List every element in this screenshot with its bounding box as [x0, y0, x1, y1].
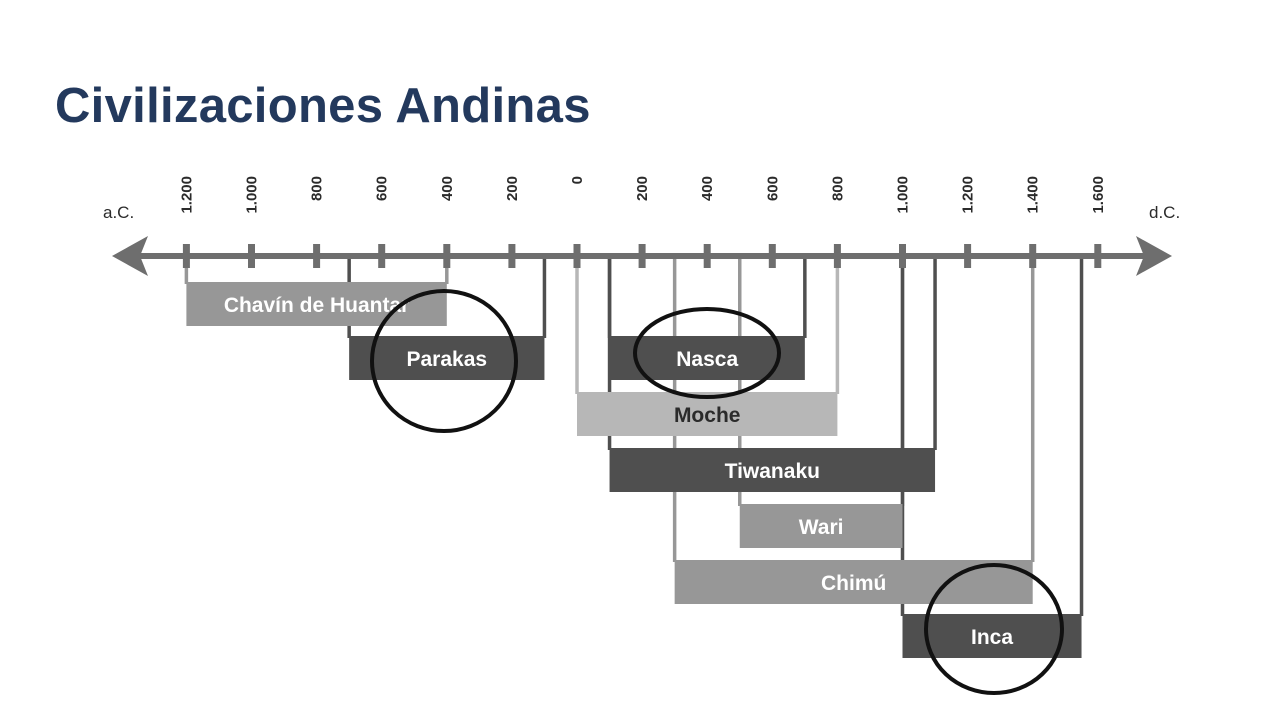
axis-tick [248, 244, 255, 268]
axis-labels: 1.200 1.000 800 600 400 200 0 200 400 600 800 1.000… [103, 176, 1180, 222]
tick-label: 400 [439, 176, 456, 201]
tick-label: 400 [699, 176, 716, 201]
civilization-label: Chavín de Huantar [224, 294, 410, 317]
axis-tick [378, 244, 386, 268]
civilization-bar [609, 448, 936, 492]
civilization-label: Tiwanaku [725, 460, 820, 483]
axis-tick [833, 244, 841, 268]
tick-label: 600 [374, 176, 391, 201]
civilization-label: Moche [674, 404, 741, 427]
axis-tick [508, 244, 516, 268]
axis-tick [313, 244, 321, 268]
highlight-circle [633, 307, 781, 399]
page-title: Civilizaciones Andinas [55, 79, 591, 133]
highlight-circle [924, 563, 1064, 695]
axis-tick [1094, 244, 1102, 268]
tick-label: 0 [569, 176, 586, 184]
axis-arrow-left [112, 236, 148, 276]
civilization-label: Chimú [821, 572, 886, 595]
civilization-label: Wari [799, 516, 844, 539]
civilization-label: Inca [971, 626, 1013, 649]
axis-tick [638, 244, 646, 268]
era-label-bc: a.C. [103, 203, 134, 222]
tick-label: 800 [309, 176, 326, 201]
axis-tick [573, 244, 581, 268]
tick-label: 1.000 [895, 176, 912, 214]
highlight-circles [370, 289, 1064, 695]
axis-arrow-right [1136, 236, 1172, 276]
axis-tick [1029, 244, 1037, 268]
tick-label: 1.200 [960, 176, 977, 214]
highlight-circle [370, 289, 518, 433]
tick-label: 1.200 [178, 176, 195, 214]
tick-label: 1.600 [1090, 176, 1107, 214]
civilization-bar [902, 614, 1082, 658]
tick-label: 1.400 [1025, 176, 1042, 214]
axis-tick [964, 244, 972, 268]
axis-tick [768, 244, 776, 268]
tick-label: 1.000 [244, 176, 261, 214]
civilization-label: Parakas [407, 348, 488, 371]
civilization-bar [577, 392, 838, 436]
time-axis [112, 236, 1172, 276]
tick-label: 600 [764, 176, 781, 201]
civilization-label: Nasca [676, 348, 738, 371]
axis-tick [443, 244, 451, 268]
axis-tick [182, 244, 190, 268]
tick-label: 200 [504, 176, 521, 201]
axis-tick [703, 244, 711, 268]
tick-label: 200 [634, 176, 651, 201]
axis-tick [899, 244, 906, 268]
tick-label: 800 [829, 176, 846, 201]
civilization-bar [739, 504, 903, 548]
era-label-ad: d.C. [1149, 203, 1180, 222]
